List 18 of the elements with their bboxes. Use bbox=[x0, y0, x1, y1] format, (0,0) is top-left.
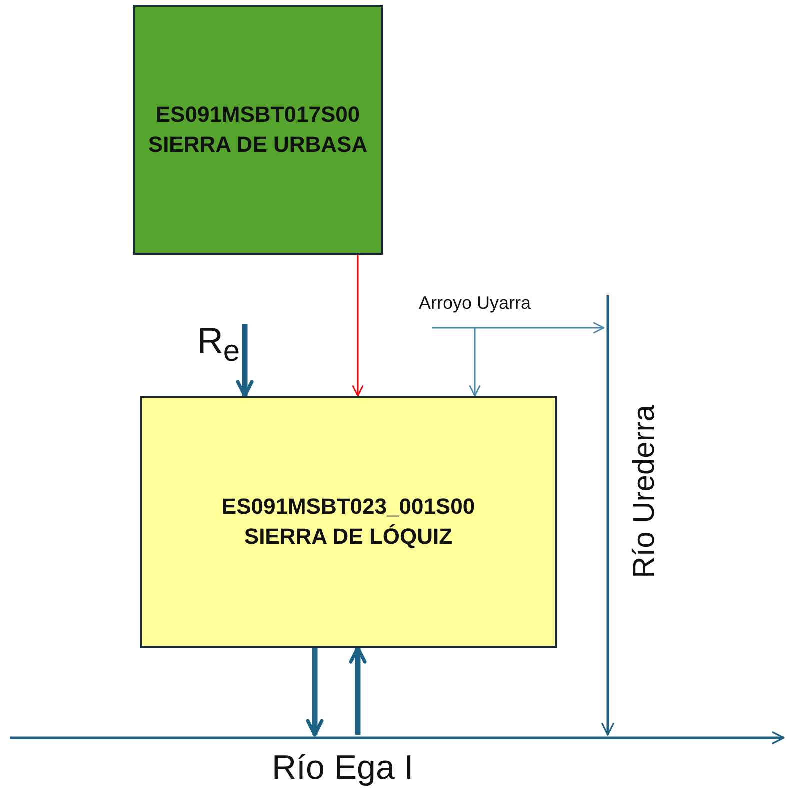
river-label: Río Urederra bbox=[628, 405, 662, 578]
arrow bbox=[349, 646, 367, 735]
river-label: Río Ega I bbox=[272, 749, 414, 788]
arrow bbox=[469, 328, 481, 397]
arrow bbox=[352, 255, 364, 397]
aquifer-name: ES091MSBT023_001S00 bbox=[222, 493, 476, 521]
arrow bbox=[432, 322, 605, 334]
recharge-label: R$_{e}$ bbox=[196, 319, 241, 370]
stream-label: Arroyo Uyarra bbox=[419, 292, 532, 314]
aquifer-name: SIERRA DE URBASA bbox=[148, 131, 368, 159]
aquifer-box bbox=[133, 5, 383, 255]
aquifer-name: ES091MSBT017S00 bbox=[156, 101, 360, 129]
arrow bbox=[306, 648, 324, 737]
aquifer-box bbox=[140, 396, 557, 648]
arrow bbox=[760, 732, 785, 744]
arrow bbox=[236, 324, 254, 398]
aquifer-name: SIERRA DE LÓQUIZ bbox=[244, 523, 453, 551]
arrow bbox=[602, 640, 614, 736]
